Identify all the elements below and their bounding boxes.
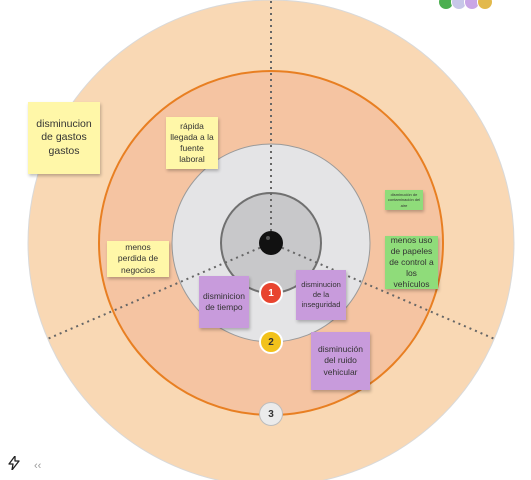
center-dot bbox=[259, 231, 283, 255]
sticky-note-text: disminución de contaminación del aire bbox=[387, 192, 421, 208]
sticky-note-text: menos perdida de negocios bbox=[117, 242, 159, 275]
priority-badge-2-label: 2 bbox=[268, 336, 274, 348]
center-dot-highlight bbox=[266, 236, 270, 240]
divider-right bbox=[270, 242, 498, 341]
priority-badge-3[interactable]: 3 bbox=[259, 402, 283, 426]
priority-badge-1[interactable]: 1 bbox=[259, 281, 283, 305]
collapse-toolbar-button[interactable]: ‹‹ bbox=[34, 459, 42, 472]
sticky-note-text: menos uso de papeles de control a los ve… bbox=[389, 234, 434, 290]
priority-badge-1-label: 1 bbox=[268, 287, 274, 299]
priority-badge-2[interactable]: 2 bbox=[259, 330, 283, 354]
sticky-note-ruido-vehicular[interactable]: disminución del ruido vehicular bbox=[311, 332, 370, 390]
sticky-note-rapida-llegada[interactable]: rápida llegada a la fuente laboral bbox=[166, 117, 218, 169]
sticky-note-menos-papeles[interactable]: menos uso de papeles de control a los ve… bbox=[385, 234, 438, 290]
divider-left bbox=[44, 242, 272, 341]
sticky-note-disminucion-gastos[interactable]: disminucion de gastos gastos bbox=[28, 102, 100, 174]
sticky-note-text: disminucion de la inseguridad bbox=[301, 280, 341, 309]
lightning-bolt-icon[interactable] bbox=[8, 455, 20, 475]
sticky-note-text: disminución del ruido vehicular bbox=[318, 344, 363, 377]
sticky-note-text: rápida llegada a la fuente laboral bbox=[170, 120, 214, 165]
sticky-note-inseguridad[interactable]: disminucion de la inseguridad bbox=[296, 270, 346, 320]
sticky-note-text: disminucion de gastos gastos bbox=[36, 117, 92, 157]
divider-lines bbox=[44, 0, 498, 341]
sticky-note-text: disminicion de tiempo bbox=[202, 290, 246, 312]
sticky-note-menos-perdida[interactable]: menos perdida de negocios bbox=[107, 241, 169, 277]
bottom-toolbar: ‹‹ bbox=[8, 455, 42, 475]
sticky-note-contaminacion[interactable]: disminución de contaminación del aire bbox=[385, 190, 423, 210]
avatar[interactable] bbox=[477, 0, 493, 10]
sticky-note-disminucion-tiempo[interactable]: disminicion de tiempo bbox=[199, 276, 249, 328]
priority-badge-3-label: 3 bbox=[268, 408, 274, 420]
collaborator-avatars[interactable] bbox=[438, 0, 493, 10]
